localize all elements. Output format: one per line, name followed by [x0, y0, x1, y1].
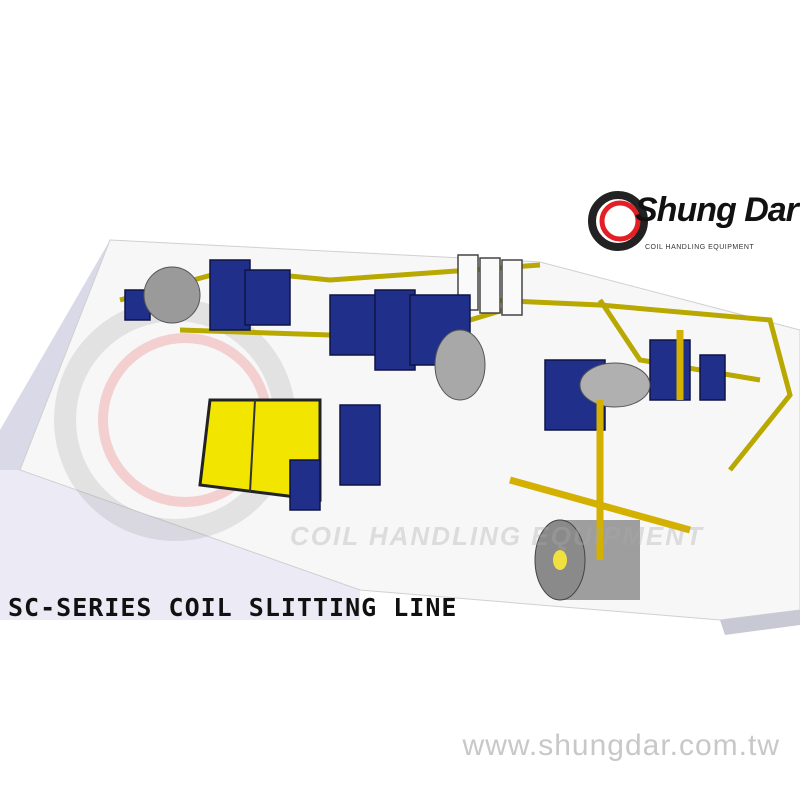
- website-url: www.shungdar.com.tw: [462, 729, 780, 762]
- floor-left-wall: [0, 470, 360, 620]
- watermark-tagline: COIL HANDLING EQUIPMENT: [290, 521, 704, 551]
- logo-tagline: COIL HANDLING EQUIPMENT: [645, 244, 755, 251]
- product-title: SC-SERIES COIL SLITTING LINE: [8, 593, 458, 622]
- logo-wordmark: Shung Dar: [635, 191, 799, 229]
- floor-side: [0, 240, 110, 470]
- floor-right-edge: [720, 610, 800, 635]
- coil-car: [509, 330, 691, 560]
- shungdar-logo: Shung Dar COIL HANDLING EQUIPMENT: [585, 186, 799, 262]
- logo-ring-icon: [588, 191, 648, 251]
